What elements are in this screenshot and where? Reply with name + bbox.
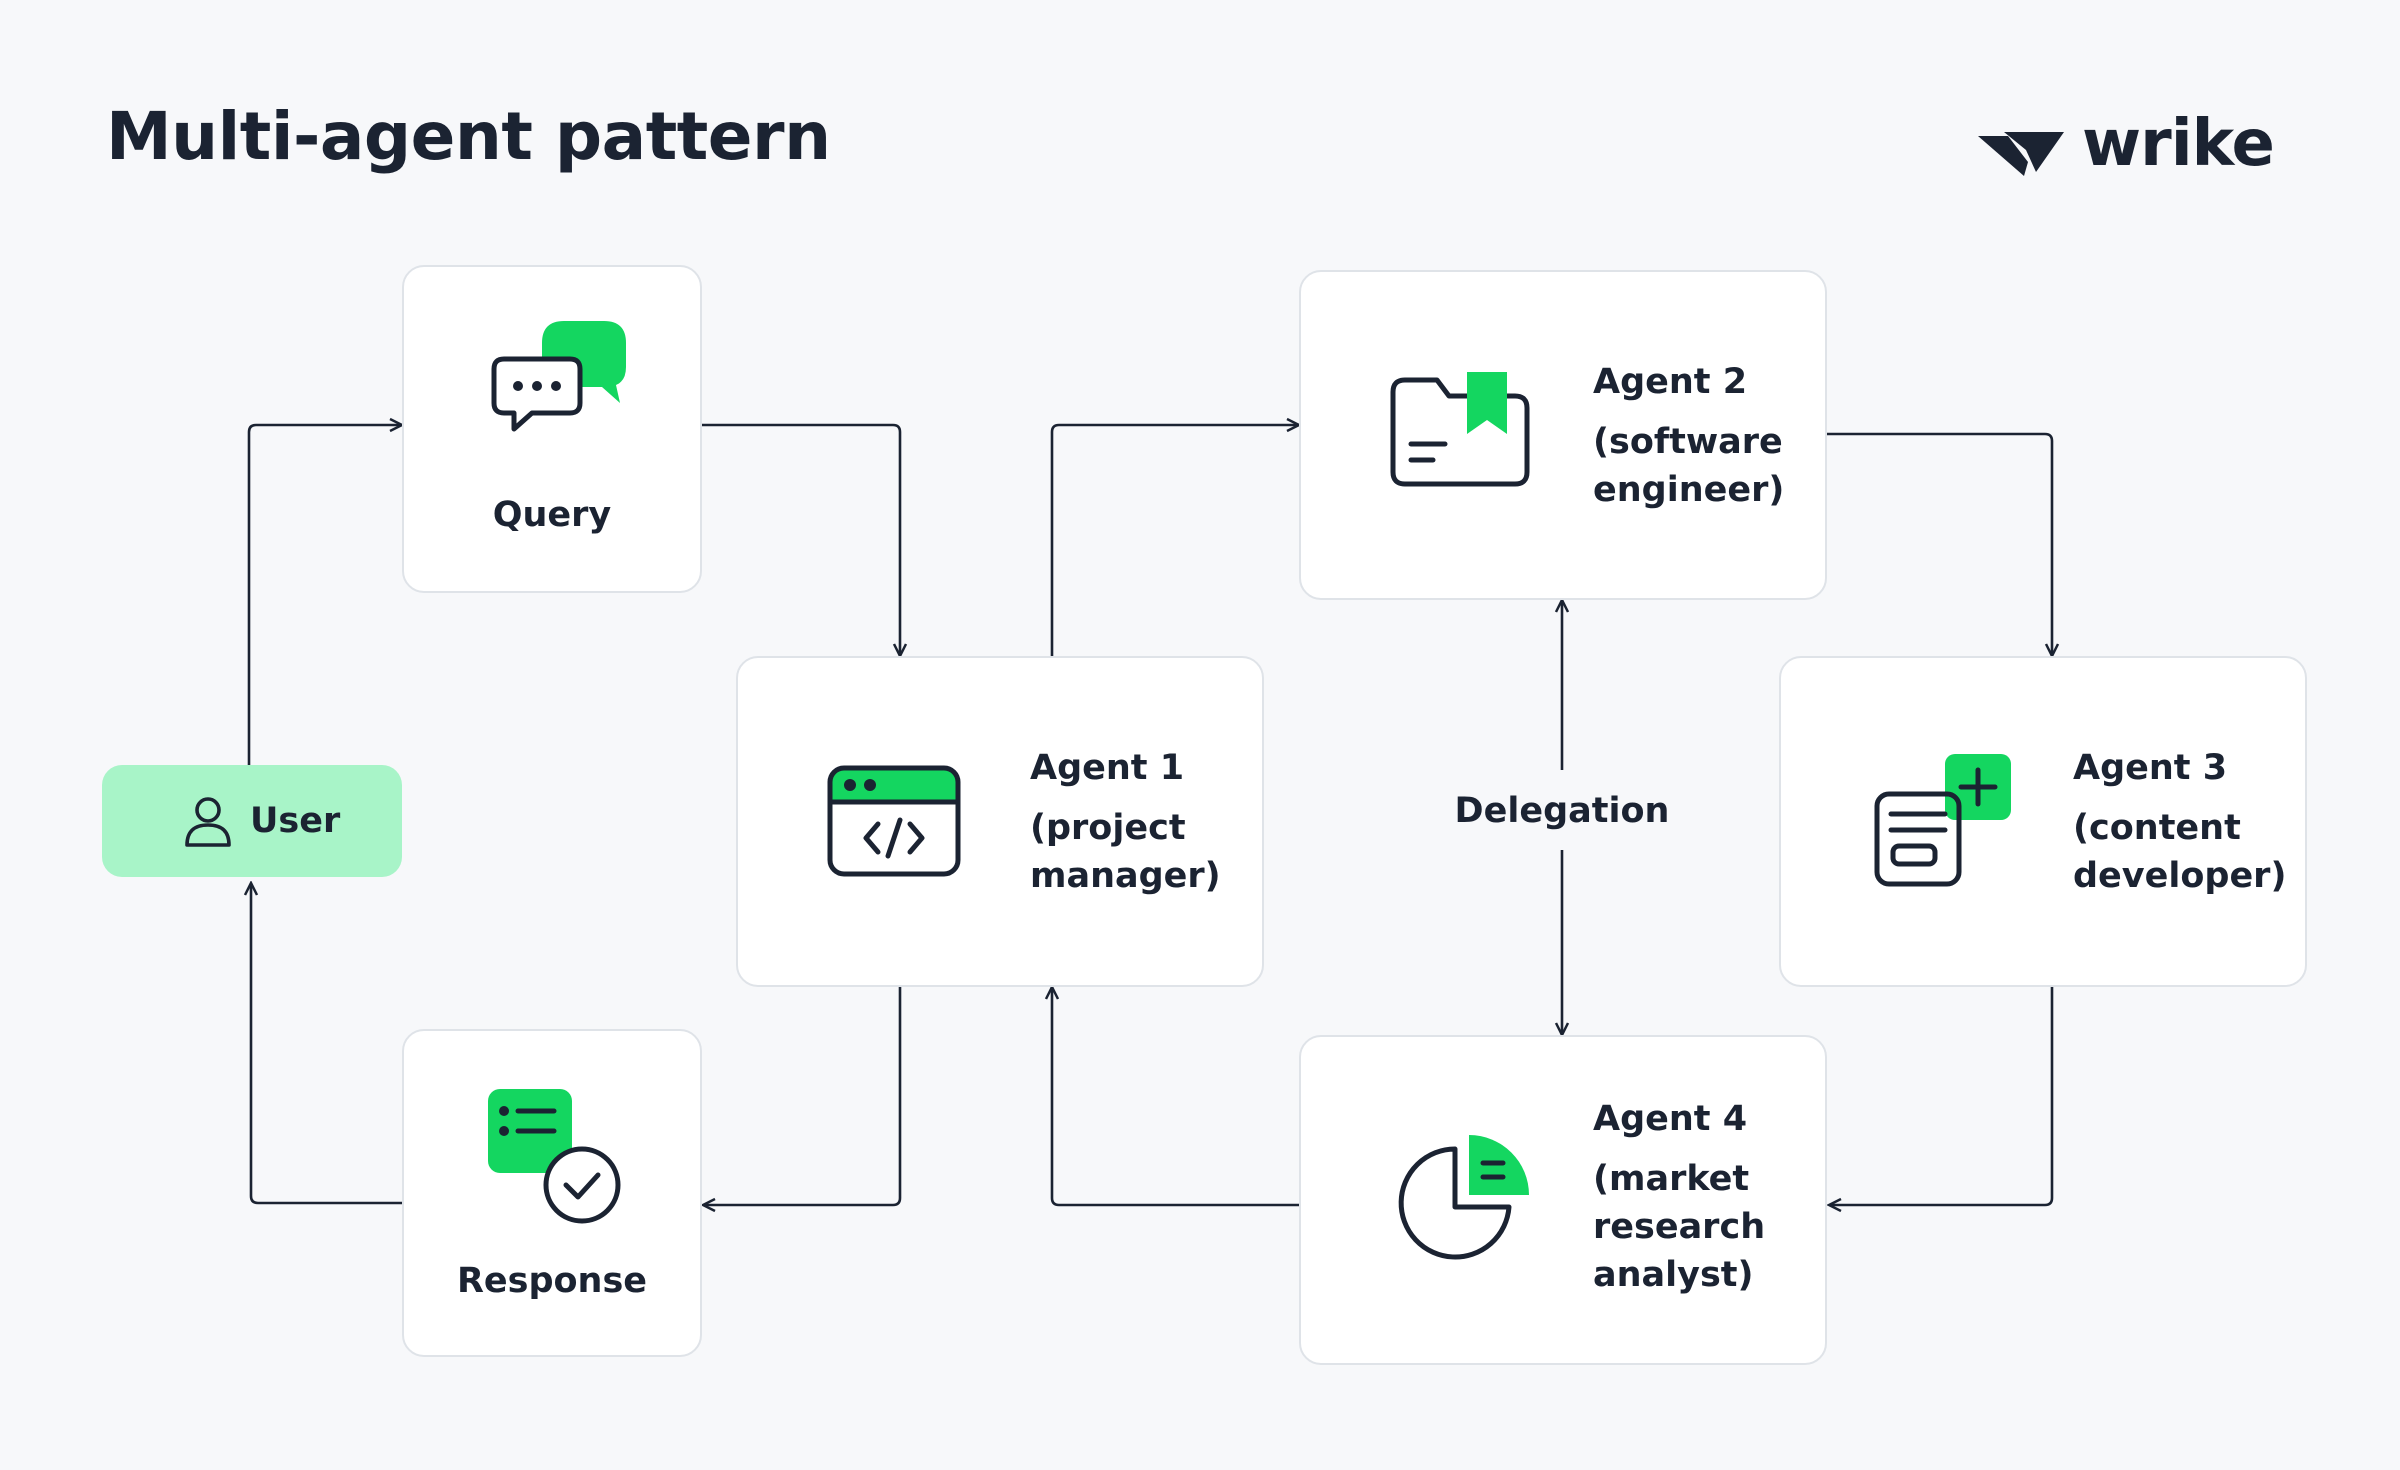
pie-chart-icon <box>1398 1135 1529 1260</box>
agent4-role-line1: (market <box>1593 1159 1750 1199</box>
agent2-role-line1: (software <box>1593 422 1783 462</box>
response-node[interactable]: Response <box>402 1029 702 1357</box>
brand-name: wrike <box>2082 107 2275 181</box>
agent1-role-line2: manager) <box>1030 856 1221 896</box>
agent2-name: Agent 2 <box>1593 362 1748 402</box>
folder-bookmark-icon <box>1390 372 1530 487</box>
edge-agent3-to-agent4 <box>1829 987 2054 1205</box>
agent3-role-line2: developer) <box>2073 856 2287 896</box>
code-window-icon <box>827 765 961 877</box>
agent4-name: Agent 4 <box>1593 1099 1748 1139</box>
agent4-role-line3: analyst) <box>1593 1255 1754 1295</box>
page-title: Multi-agent pattern <box>106 98 831 175</box>
wrike-logo <box>1978 132 2064 176</box>
response-label: Response <box>456 1261 648 1301</box>
edge-query-to-agent1 <box>702 423 900 656</box>
edge-agent2-to-agent3 <box>1827 432 2052 656</box>
agent4-role-line2: research <box>1593 1207 1766 1247</box>
user-icon <box>185 797 231 847</box>
edge-agent4-to-agent1 <box>1052 987 1299 1207</box>
chat-bubbles-icon <box>491 321 626 432</box>
query-node[interactable]: Query <box>402 265 702 593</box>
user-node[interactable]: User <box>102 765 402 877</box>
agent1-node[interactable]: Agent 1 (project manager) <box>736 656 1264 987</box>
agent3-name: Agent 3 <box>2073 748 2228 788</box>
agent1-role-line1: (project <box>1030 808 1186 848</box>
edge-response-to-user <box>251 883 402 1205</box>
agent1-name: Agent 1 <box>1030 748 1185 788</box>
agent4-node[interactable]: Agent 4 (market research analyst) <box>1299 1035 1827 1365</box>
agent3-role-line1: (content <box>2073 808 2241 848</box>
edge-agent1-to-response <box>703 987 902 1205</box>
checklist-icon <box>488 1089 621 1224</box>
delegation-label: Delegation <box>1454 791 1670 831</box>
user-label: User <box>250 801 341 841</box>
edge-user-to-query <box>247 425 402 765</box>
query-label: Query <box>492 495 612 535</box>
edge-agent1-to-agent2 <box>1050 425 1299 656</box>
agent3-node[interactable]: Agent 3 (content developer) <box>1779 656 2307 987</box>
agent2-node[interactable]: Agent 2 (software engineer) <box>1299 270 1827 600</box>
document-add-icon <box>1874 754 2011 887</box>
agent2-role-line2: engineer) <box>1593 470 1785 510</box>
